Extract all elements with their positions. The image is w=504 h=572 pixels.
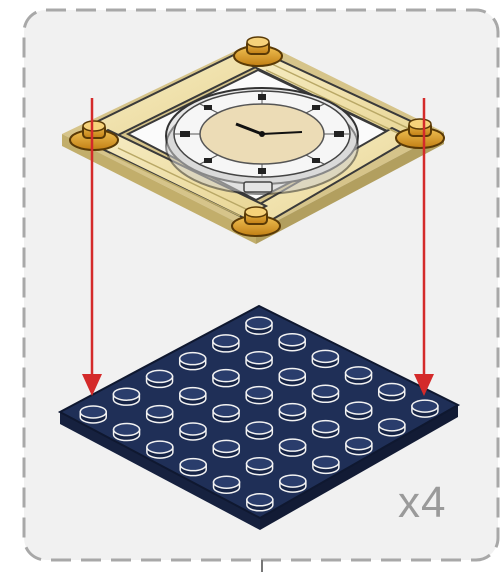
plate-stud [80, 406, 106, 423]
plate-stud [313, 421, 339, 438]
plate-stud [247, 458, 273, 475]
plate-stud [113, 388, 139, 405]
plate-stud [312, 350, 338, 367]
plate-stud [312, 385, 338, 402]
plate-stud [279, 334, 305, 351]
plate-stud [412, 400, 438, 417]
plate-stud [180, 353, 206, 370]
plate-stud [213, 335, 239, 352]
clock-face-icon [166, 88, 358, 194]
plate-stud [280, 439, 306, 456]
plate-stud [280, 475, 306, 492]
plate-stud [180, 459, 206, 476]
plate-stud [346, 367, 372, 384]
plate-stud [246, 317, 272, 334]
plate-stud [379, 419, 405, 436]
plate-stud [214, 476, 240, 493]
plate-stud [213, 405, 239, 422]
plate-stud [279, 368, 305, 385]
plate-stud [114, 424, 140, 441]
plate-stud [346, 402, 372, 419]
plate-stud [147, 441, 173, 458]
plate-stud [246, 352, 272, 369]
plate-stud [213, 440, 239, 457]
plate-stud [147, 406, 173, 423]
plate-stud [246, 422, 272, 439]
quantity-label: x4 [398, 478, 446, 528]
plate-stud [346, 438, 372, 455]
plate-stud [279, 404, 305, 421]
plate-stud [147, 370, 173, 387]
plate-stud [180, 423, 206, 440]
plate-stud [213, 370, 239, 387]
plate-stud [246, 387, 272, 404]
plate-stud [379, 384, 405, 401]
plate-stud [247, 494, 273, 511]
plate-stud [180, 388, 206, 405]
plate-stud [313, 456, 339, 473]
